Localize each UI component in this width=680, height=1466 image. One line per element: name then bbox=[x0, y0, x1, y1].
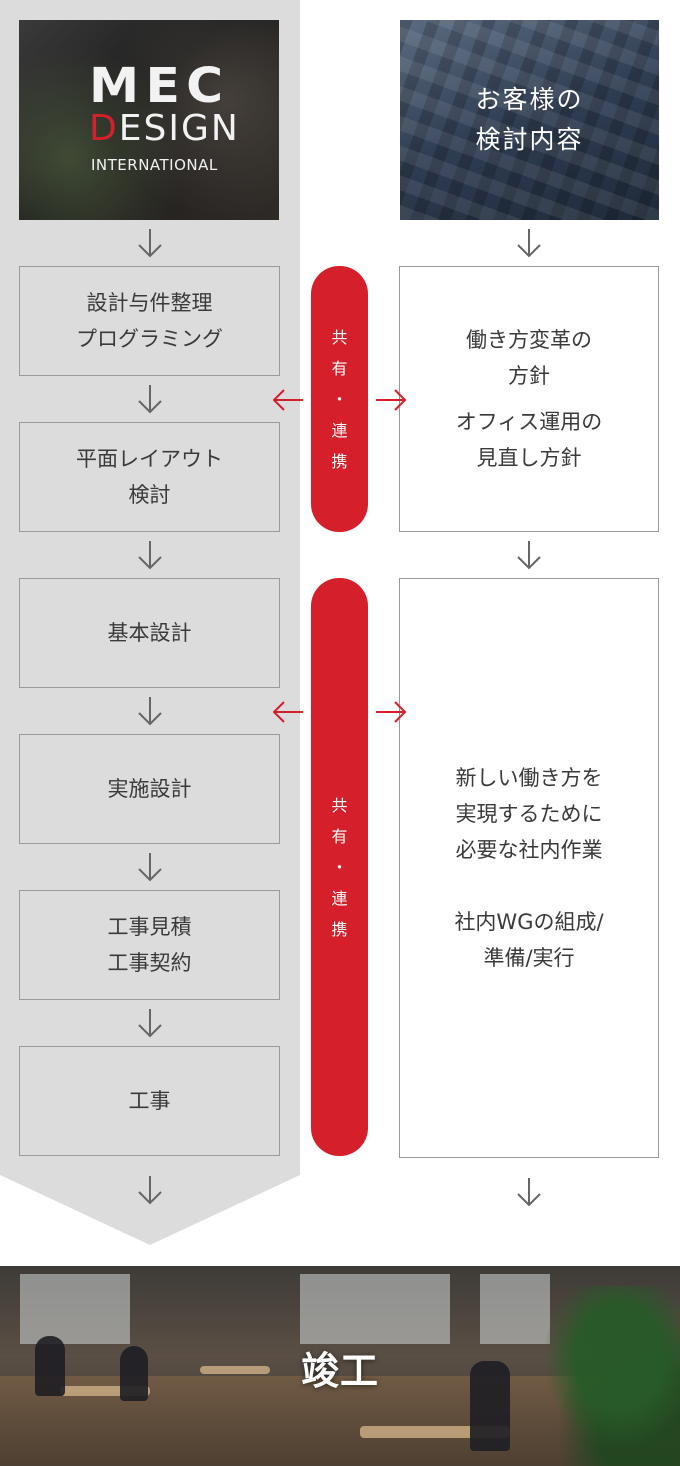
logo-mec: MEC bbox=[89, 58, 230, 114]
arrow-down-icon bbox=[136, 695, 164, 727]
step-requirements: 設計与件整理 プログラミング bbox=[19, 266, 280, 376]
mec-design-image: MEC DESIGN INTERNATIONAL bbox=[19, 20, 279, 220]
step-construction-label: 工事 bbox=[128, 1089, 171, 1113]
badge-char: 共 bbox=[331, 327, 348, 347]
badge-char: 有 bbox=[331, 358, 348, 378]
step-detailed-design: 実施設計 bbox=[19, 734, 280, 844]
client-policy-workstyle: 働き方変革の 方針 bbox=[466, 328, 592, 388]
photo-plant bbox=[530, 1286, 680, 1466]
badge-char: 共 bbox=[331, 795, 348, 815]
photo-person bbox=[120, 1346, 148, 1401]
badge-char: ・ bbox=[331, 857, 348, 877]
photo-person bbox=[470, 1361, 510, 1451]
share-link-badge-2: 共 有 ・ 連 携 bbox=[311, 578, 368, 1156]
step-layout-label: 平面レイアウト 検討 bbox=[76, 447, 223, 507]
arrow-right-red-icon bbox=[374, 699, 408, 725]
step-construction: 工事 bbox=[19, 1046, 280, 1156]
arrow-down-icon bbox=[515, 227, 543, 259]
badge-char: 携 bbox=[331, 919, 348, 939]
arrow-down-icon bbox=[136, 851, 164, 883]
badge-char: 携 bbox=[331, 451, 348, 471]
step-detailed-design-label: 実施設計 bbox=[107, 777, 192, 801]
arrow-down-icon bbox=[136, 227, 164, 259]
client-review-title: お客様の 検討内容 bbox=[475, 85, 584, 154]
arrow-down-icon bbox=[136, 1007, 164, 1039]
share-link-badge-1: 共 有 ・ 連 携 bbox=[311, 266, 368, 532]
calculator-photo-texture bbox=[400, 20, 659, 220]
mec-process-column bbox=[0, 0, 300, 1245]
step-estimate-contract: 工事見積 工事契約 bbox=[19, 890, 280, 1000]
arrow-right-red-icon bbox=[374, 387, 408, 413]
client-policy-office: オフィス運用の 見直し方針 bbox=[455, 410, 603, 470]
step-requirements-label: 設計与件整理 プログラミング bbox=[76, 291, 223, 351]
arrow-down-icon bbox=[136, 383, 164, 415]
badge-char: 有 bbox=[331, 826, 348, 846]
logo-international: INTERNATIONAL bbox=[91, 156, 218, 174]
photo-table bbox=[200, 1366, 270, 1374]
arrow-down-icon bbox=[515, 1176, 543, 1208]
photo-window bbox=[20, 1274, 130, 1344]
logo-design-rest: ESIGN bbox=[118, 108, 240, 149]
client-tasks-internal: 新しい働き方を 実現するために 必要な社内作業 bbox=[455, 766, 603, 862]
photo-window bbox=[300, 1274, 450, 1344]
client-tasks-wg: 社内WGの組成/ 準備/実行 bbox=[454, 910, 604, 970]
arrow-down-icon bbox=[515, 539, 543, 571]
client-policy-box: 働き方変革の 方針 オフィス運用の 見直し方針 bbox=[399, 266, 659, 532]
arrow-down-icon bbox=[136, 1174, 164, 1206]
client-review-image: お客様の 検討内容 bbox=[400, 20, 659, 220]
badge-char: 連 bbox=[331, 888, 348, 908]
step-basic-design: 基本設計 bbox=[19, 578, 280, 688]
step-layout: 平面レイアウト 検討 bbox=[19, 422, 280, 532]
arrow-down-icon bbox=[136, 539, 164, 571]
photo-person bbox=[35, 1336, 65, 1396]
photo-table bbox=[60, 1386, 150, 1396]
client-tasks-box: 新しい働き方を 実現するために 必要な社内作業 社内WGの組成/ 準備/実行 bbox=[399, 578, 659, 1158]
completion-photo: 竣工 bbox=[0, 1266, 680, 1466]
badge-char: 連 bbox=[331, 420, 348, 440]
arrow-left-red-icon bbox=[271, 699, 305, 725]
office-photo-shade bbox=[19, 20, 279, 220]
step-basic-design-label: 基本設計 bbox=[107, 621, 192, 645]
completion-title: 竣工 bbox=[300, 1349, 379, 1393]
logo-design: DESIGN bbox=[89, 108, 240, 149]
badge-char: ・ bbox=[331, 389, 348, 409]
logo-d-accent: D bbox=[89, 108, 119, 149]
arrow-left-red-icon bbox=[271, 387, 305, 413]
step-estimate-contract-label: 工事見積 工事契約 bbox=[107, 915, 192, 975]
